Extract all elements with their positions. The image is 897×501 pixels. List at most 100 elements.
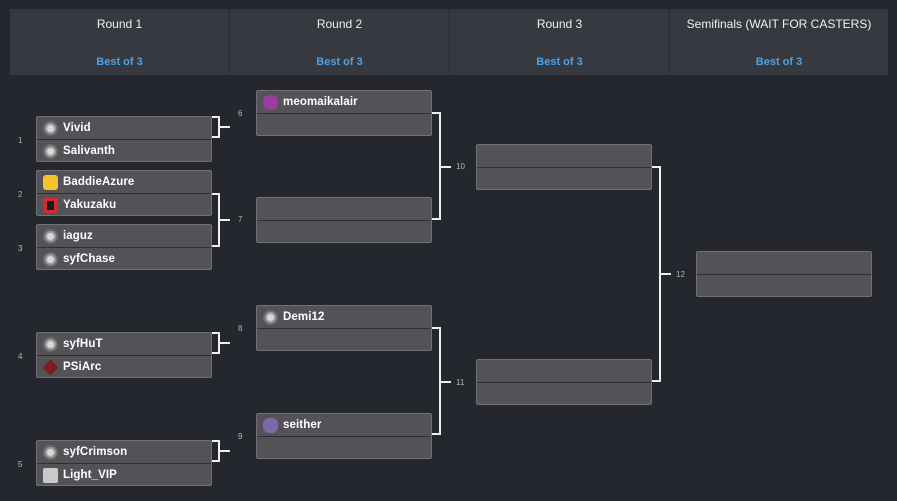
match-5[interactable]: syfCrimson Light_VIP [36, 440, 212, 486]
header-divider [669, 9, 670, 75]
best-of-label: Best of 3 [536, 56, 583, 68]
match-number: 2 [18, 190, 23, 199]
purple-creature-icon [263, 417, 278, 433]
player-name: PSiArc [63, 361, 102, 373]
match-11[interactable] [476, 359, 652, 405]
bracket-connector [212, 116, 220, 138]
player-name: BaddieAzure [63, 176, 135, 188]
photo-avatar-icon [43, 467, 58, 483]
match-7[interactable] [256, 197, 432, 243]
round-title: Round 1 [96, 17, 143, 31]
match-number: 6 [238, 109, 243, 118]
player-slot[interactable]: PSiArc [37, 356, 211, 378]
player-name: Demi12 [283, 311, 325, 323]
player-slot[interactable] [477, 360, 651, 383]
default-avatar-icon [43, 228, 58, 244]
match-12[interactable] [696, 251, 872, 297]
player-slot[interactable]: BaddieAzure [37, 171, 211, 194]
player-name: seither [283, 419, 322, 431]
round-header-1: Round 1 Best of 3 [10, 9, 229, 75]
player-slot[interactable]: Demi12 [257, 306, 431, 329]
round-header-row: Round 1 Best of 3 Round 2 Best of 3 Roun… [10, 9, 888, 75]
round-title: Semifinals (WAIT FOR CASTERS) [686, 17, 872, 31]
player-slot[interactable] [477, 145, 651, 168]
player-name: syfChase [63, 253, 115, 265]
default-avatar-icon [43, 143, 58, 159]
header-divider [229, 9, 230, 75]
player-slot[interactable] [697, 275, 871, 297]
round-header-2: Round 2 Best of 3 [230, 9, 449, 75]
default-avatar-icon [43, 251, 58, 267]
player-slot[interactable]: syfHuT [37, 333, 211, 356]
round-header-4: Semifinals (WAIT FOR CASTERS) Best of 3 [670, 9, 888, 75]
bracket-connector [441, 381, 451, 383]
bracket-connector [220, 219, 230, 221]
match-6[interactable]: meomaikalair [256, 90, 432, 136]
player-slot[interactable]: syfChase [37, 248, 211, 270]
player-slot[interactable] [477, 383, 651, 405]
player-slot[interactable]: Vivid [37, 117, 211, 140]
player-name: Yakuzaku [63, 199, 117, 211]
bracket-connector [212, 440, 220, 462]
default-avatar-icon [43, 444, 58, 460]
bracket-connector [220, 126, 230, 128]
player-slot[interactable] [697, 252, 871, 275]
match-3[interactable]: iaguz syfChase [36, 224, 212, 270]
player-name: Light_VIP [63, 469, 117, 481]
match-4[interactable]: syfHuT PSiArc [36, 332, 212, 378]
match-number: 11 [456, 378, 465, 387]
emoji-face-icon [43, 174, 58, 190]
match-2[interactable]: BaddieAzure Yakuzaku [36, 170, 212, 216]
player-name: syfHuT [63, 338, 103, 350]
red-cube-icon [42, 359, 59, 375]
match-10[interactable] [476, 144, 652, 190]
best-of-label: Best of 3 [316, 56, 363, 68]
player-slot[interactable] [257, 114, 431, 136]
player-slot[interactable] [257, 329, 431, 351]
round-header-3: Round 3 Best of 3 [450, 9, 669, 75]
player-name: meomaikalair [283, 96, 358, 108]
match-number: 5 [18, 460, 23, 469]
player-slot[interactable] [257, 437, 431, 459]
bracket-connector [652, 166, 661, 382]
player-name: Salivanth [63, 145, 116, 157]
player-slot[interactable]: Salivanth [37, 140, 211, 162]
player-name: Vivid [63, 122, 91, 134]
match-1[interactable]: Vivid Salivanth [36, 116, 212, 162]
match-number: 3 [18, 244, 23, 253]
bracket-connector [432, 327, 441, 435]
bracket-connector [441, 166, 451, 168]
player-name: iaguz [63, 230, 93, 242]
best-of-label: Best of 3 [755, 56, 803, 68]
match-9[interactable]: seither [256, 413, 432, 459]
player-slot[interactable]: iaguz [37, 225, 211, 248]
match-number: 8 [238, 324, 243, 333]
player-slot[interactable]: seither [257, 414, 431, 437]
default-avatar-icon [263, 309, 278, 325]
bracket-connector [212, 332, 220, 354]
match-number: 12 [676, 270, 685, 279]
player-slot[interactable] [257, 221, 431, 243]
header-divider [449, 9, 450, 75]
best-of-label: Best of 3 [96, 56, 143, 68]
bracket-connector [220, 342, 230, 344]
match-number: 10 [456, 162, 465, 171]
bracket-connector [661, 273, 671, 275]
match-8[interactable]: Demi12 [256, 305, 432, 351]
bracket-connector [212, 193, 220, 247]
match-number: 4 [18, 352, 23, 361]
player-slot[interactable]: Light_VIP [37, 464, 211, 486]
match-number: 1 [18, 136, 23, 145]
player-name: syfCrimson [63, 446, 128, 458]
default-avatar-icon [43, 336, 58, 352]
player-slot[interactable]: Yakuzaku [37, 194, 211, 216]
bracket-connector [432, 112, 441, 220]
default-avatar-icon [43, 120, 58, 136]
player-slot[interactable]: syfCrimson [37, 441, 211, 464]
round-title: Round 3 [536, 17, 583, 31]
player-slot[interactable] [257, 198, 431, 221]
player-slot[interactable] [477, 168, 651, 190]
player-slot[interactable]: meomaikalair [257, 91, 431, 114]
round-title: Round 2 [316, 17, 363, 31]
purple-creature-icon [263, 94, 278, 110]
